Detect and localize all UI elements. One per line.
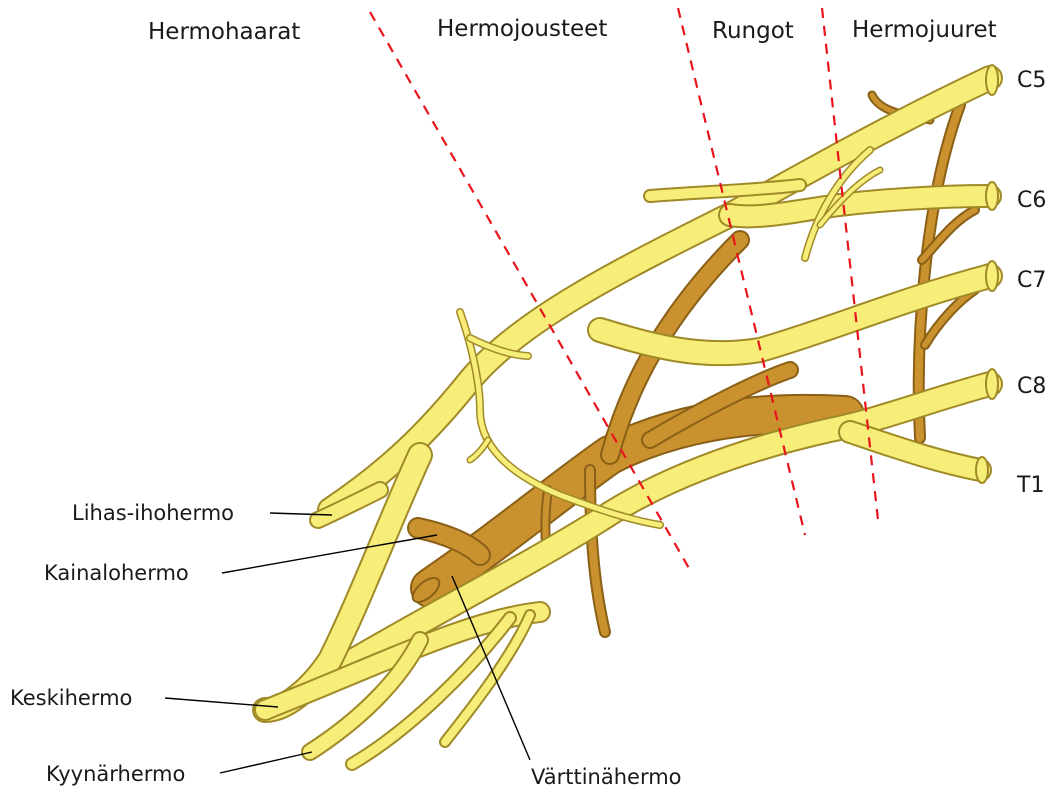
root-labels: C5 C6 C7 C8 T1 xyxy=(1016,68,1046,498)
label-musculocutaneous: Lihas-ihohermo xyxy=(72,501,234,525)
header-trunks: Rungot xyxy=(712,18,794,44)
region-headers: Hermohaarat Hermojousteet Rungot Hermoju… xyxy=(148,16,997,45)
root-label-c8: C8 xyxy=(1017,374,1046,399)
header-cords: Hermojousteet xyxy=(437,16,607,42)
root-label-t1: T1 xyxy=(1016,473,1044,498)
root-label-c5: C5 xyxy=(1017,68,1046,93)
root-label-c7: C7 xyxy=(1017,268,1046,293)
label-ulnar: Kyynärhermo xyxy=(46,762,185,786)
root-label-c6: C6 xyxy=(1017,188,1046,213)
region-dividers xyxy=(370,8,878,570)
label-axillary: Kainalohermo xyxy=(44,561,189,585)
label-median: Keskihermo xyxy=(10,686,132,710)
header-roots: Hermojuuret xyxy=(852,17,997,43)
label-radial: Värttinähermo xyxy=(531,765,682,789)
header-branches: Hermohaarat xyxy=(148,19,300,45)
pointer-ulnar xyxy=(220,752,312,773)
pointer-axillary xyxy=(222,535,437,573)
